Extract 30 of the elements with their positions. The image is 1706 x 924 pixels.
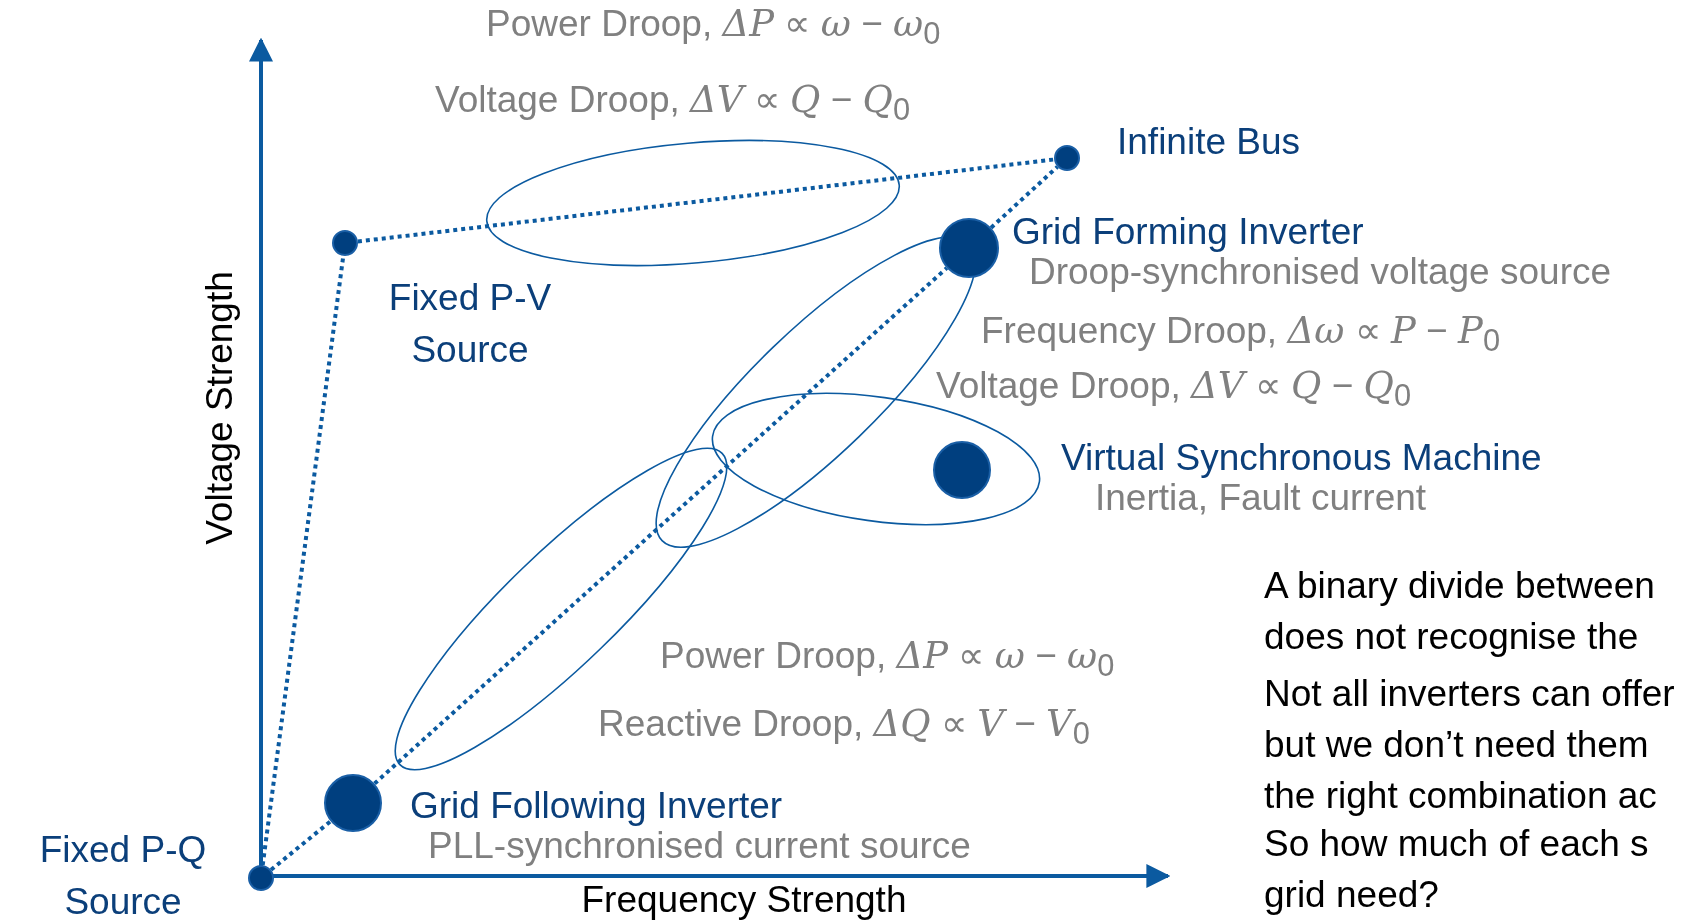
point-label: Grid Following Inverter <box>410 786 783 826</box>
point-label: Fixed P-V Source <box>387 276 553 372</box>
point-description: Droop-synchronised voltage source <box>1029 252 1612 292</box>
point-marker <box>1054 145 1080 171</box>
note-text: So how much of each s grid need? <box>1264 822 1650 917</box>
formula-label: Power Droop, ΔP ∝ ω − ω$_{0}$ <box>486 4 941 54</box>
note-text: A binary divide between does not recognise the <box>1264 564 1656 659</box>
point-marker <box>332 230 358 256</box>
point-marker <box>933 441 991 499</box>
axis-title: Voltage Strength <box>200 271 240 545</box>
dotted-line <box>260 255 346 866</box>
point-marker <box>248 865 274 891</box>
note-text: Not all inverters can offer but we don’t need them the right combination ac <box>1264 672 1676 818</box>
point-label: Infinite Bus <box>1117 122 1301 162</box>
point-label: Fixed P-Q Source <box>38 828 208 924</box>
dotted-line <box>269 819 332 872</box>
point-description: Inertia, Fault current <box>1095 478 1427 518</box>
point-marker <box>939 218 999 278</box>
formula-label: Voltage Droop, ΔV ∝ Q − Q$_{0}$ <box>936 366 1412 416</box>
point-marker <box>324 774 382 832</box>
formula-label: Frequency Droop, Δω ∝ P − P$_{0}$ <box>981 311 1501 361</box>
dotted-line <box>989 165 1059 230</box>
point-description: PLL-synchronised current source <box>428 826 971 866</box>
point-label: Grid Forming Inverter <box>1012 212 1364 252</box>
formula-label: Reactive Droop, ΔQ ∝ V − V$_{0}$ <box>598 704 1090 754</box>
point-label: Virtual Synchronous Machine <box>1061 438 1542 478</box>
axis-title: Frequency Strength <box>581 880 907 920</box>
formula-label: Voltage Droop, ΔV ∝ Q − Q$_{0}$ <box>435 80 911 130</box>
dotted-line <box>357 157 1055 244</box>
formula-label: Power Droop, ΔP ∝ ω − ω$_{0}$ <box>660 636 1115 686</box>
